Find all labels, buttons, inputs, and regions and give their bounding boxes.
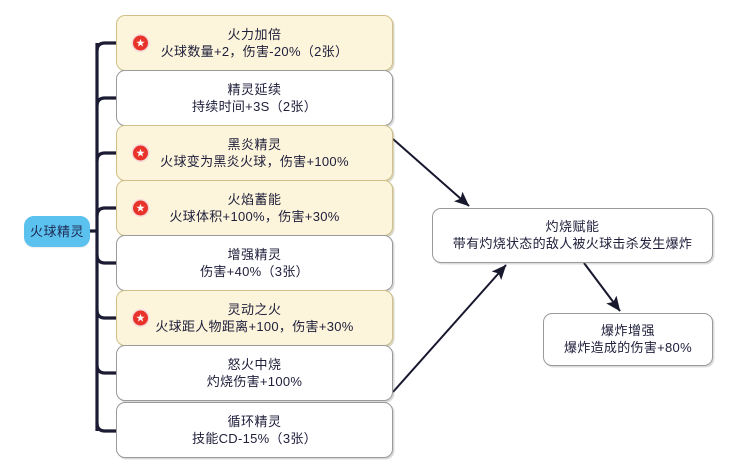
branch-node-title: 精灵延续 (227, 81, 282, 97)
branch-node-3[interactable]: 黑炎精灵 火球变为黑炎火球，伤害+100% (116, 125, 393, 181)
effect-node-title: 灼烧赋能 (545, 219, 600, 234)
branch-node-7[interactable]: 怒火中烧 灼烧伤害+100% (116, 345, 393, 401)
branch-node-title: 循环精灵 (227, 413, 282, 429)
effect-node-desc: 爆炸造成的伤害+80% (564, 340, 692, 355)
effect-node-burn-empower[interactable]: 灼烧赋能 带有灼烧状态的敌人被火球击杀发生爆炸 (432, 208, 713, 263)
branch-node-4[interactable]: 火焰蓄能 火球体积+100%，伤害+30% (116, 180, 393, 236)
branch-node-title: 灵动之火 (227, 301, 282, 317)
branch-node-5[interactable]: 增强精灵 伤害+40%（3张） (116, 235, 393, 291)
branch-node-title: 怒火中烧 (227, 356, 282, 372)
branch-node-2[interactable]: 精灵延续 持续时间+3S（2张） (116, 70, 393, 126)
branch-node-desc: 技能CD-15%（3张） (192, 430, 317, 446)
star-badge-icon (133, 35, 148, 51)
star-badge-icon (133, 200, 148, 216)
branch-node-desc: 火球距人物距离+100，伤害+30% (155, 318, 354, 334)
branch-node-desc: 火球数量+2，伤害-20%（2张） (160, 43, 349, 59)
root-node-label: 火球精灵 (29, 224, 84, 239)
branch-node-desc: 火球体积+100%，伤害+30% (169, 208, 340, 224)
branch-node-desc: 火球变为黑炎火球，伤害+100% (160, 153, 349, 169)
branch-node-title: 火力加倍 (227, 26, 282, 42)
branch-node-title: 黑炎精灵 (227, 136, 282, 152)
branch-node-desc: 灼烧伤害+100% (206, 373, 303, 389)
branch-node-title: 火焰蓄能 (227, 191, 282, 207)
branch-node-desc: 伤害+40%（3张） (200, 263, 309, 279)
branch-node-title: 增强精灵 (227, 246, 282, 262)
branch-node-desc: 持续时间+3S（2张） (191, 98, 318, 114)
branch-node-6[interactable]: 灵动之火 火球距人物距离+100，伤害+30% (116, 290, 393, 346)
effect-node-title: 爆炸增强 (600, 323, 655, 338)
branch-node-1[interactable]: 火力加倍 火球数量+2，伤害-20%（2张） (116, 15, 393, 71)
effect-node-explosion-boost[interactable]: 爆炸增强 爆炸造成的伤害+80% (543, 313, 713, 366)
star-badge-icon (133, 310, 148, 326)
branch-node-8[interactable]: 循环精灵 技能CD-15%（3张） (116, 402, 393, 458)
effect-node-desc: 带有灼烧状态的敌人被火球击杀发生爆炸 (452, 236, 693, 251)
root-node-fireball-spirit[interactable]: 火球精灵 (24, 216, 90, 247)
star-badge-icon (133, 145, 148, 161)
